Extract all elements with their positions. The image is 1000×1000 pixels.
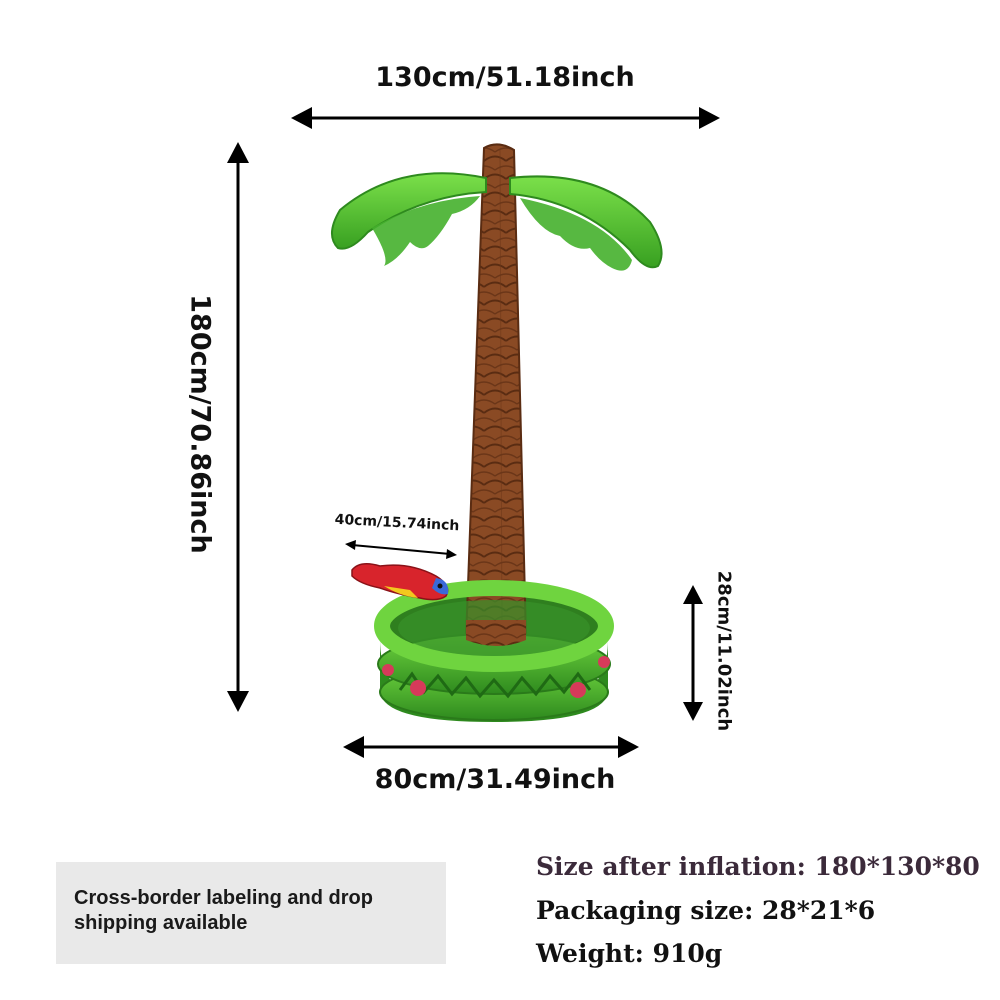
parrot-toy [351, 563, 449, 601]
top-width-arrow [291, 107, 720, 129]
bottom-width-arrow [343, 736, 639, 758]
palm-leaves [331, 172, 663, 271]
bottom-width-label: 80cm/31.49inch [374, 764, 616, 795]
height-label: 180cm/70.86inch [184, 294, 216, 554]
palm-trunk [464, 143, 528, 647]
spec-size-after-inflation: Size after inflation: 180*130*80 [536, 852, 980, 881]
inflatable-pool [374, 580, 614, 722]
spec-packaging-size: Packaging size: 28*21*6 [536, 896, 876, 925]
note-text: Cross-border labeling and drop shipping … [74, 887, 373, 934]
note-box: Cross-border labeling and drop shipping … [56, 862, 446, 964]
height-arrow [227, 142, 249, 712]
base-height-label: 28cm/11.02inch [713, 570, 735, 732]
base-height-arrow [683, 585, 703, 721]
top-width-label: 130cm/51.18inch [375, 62, 635, 93]
parrot-width-arrow [345, 540, 457, 559]
spec-weight: Weight: 910g [536, 939, 723, 968]
